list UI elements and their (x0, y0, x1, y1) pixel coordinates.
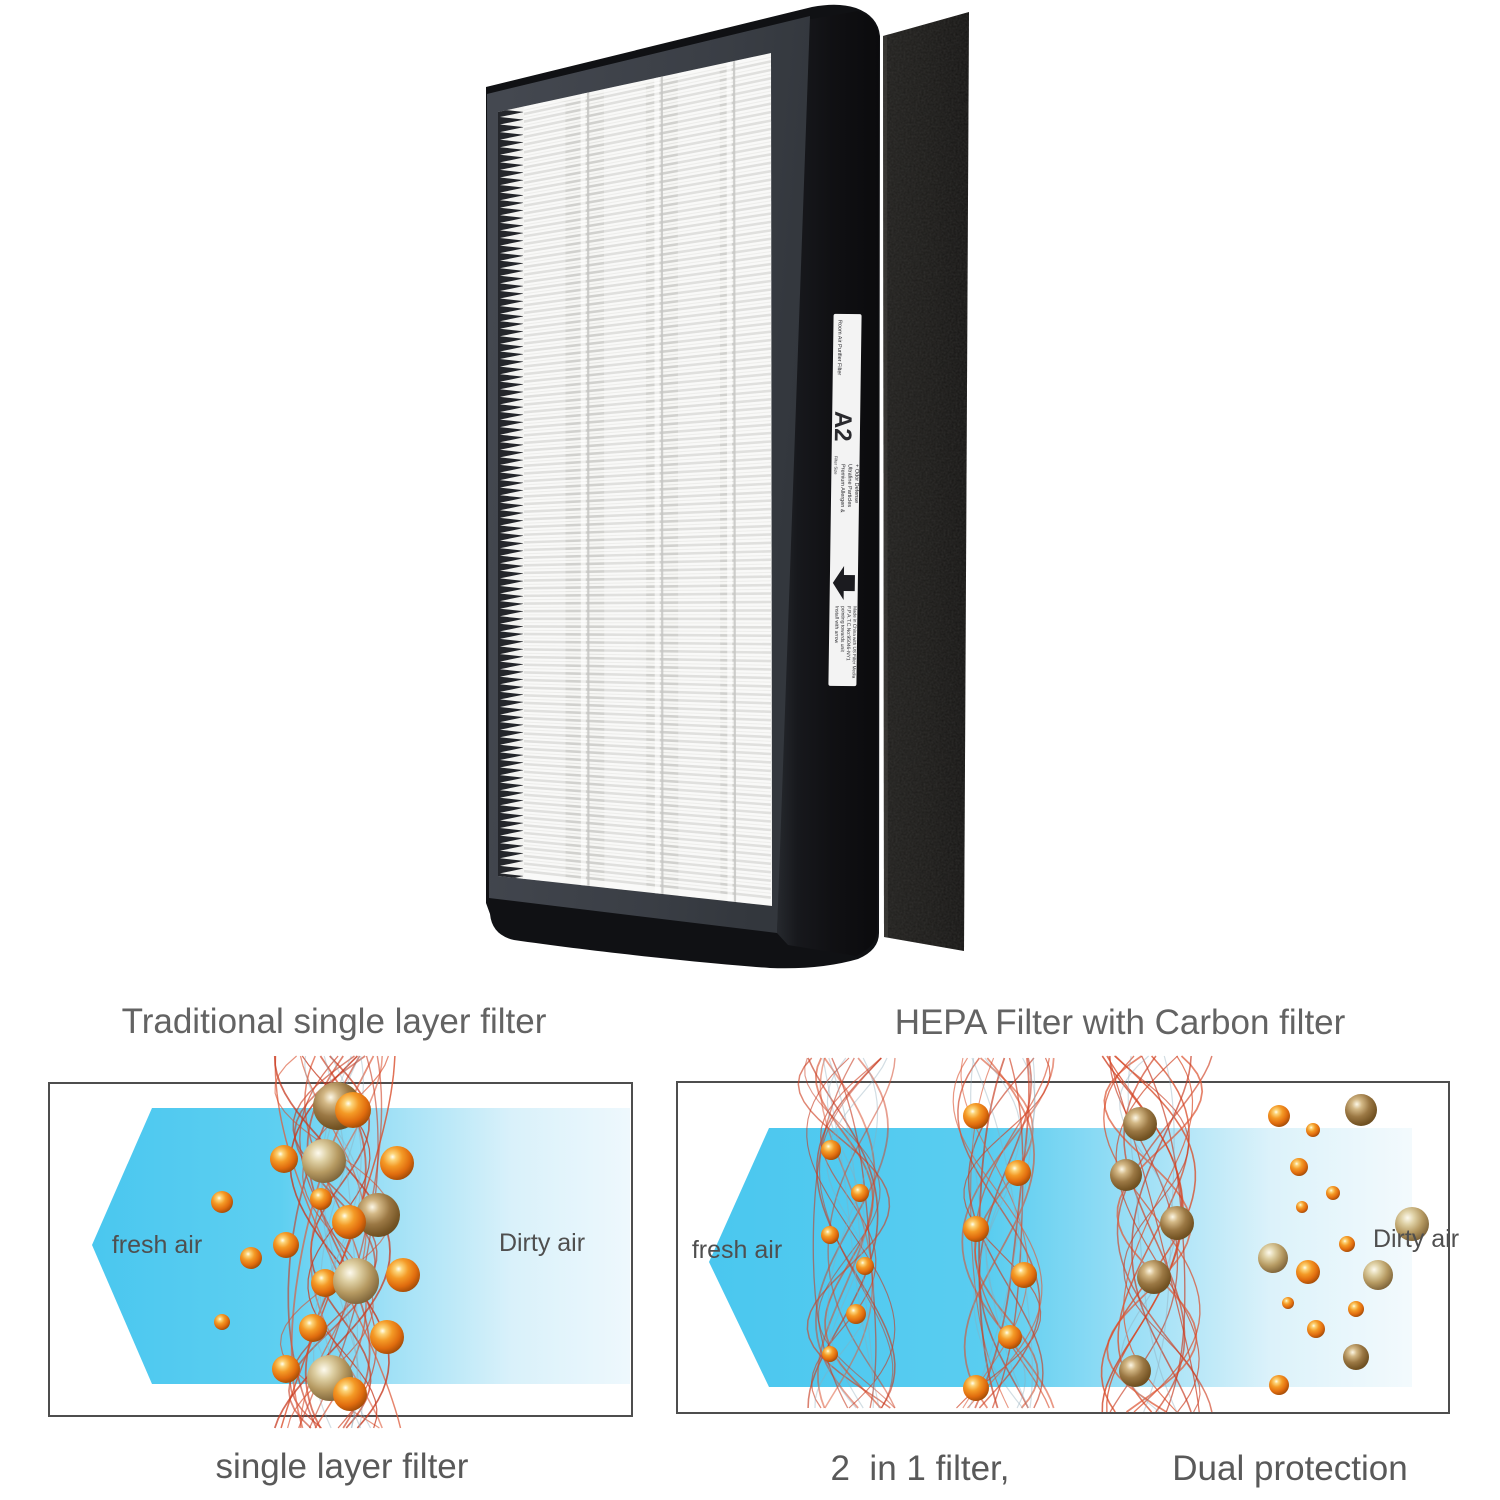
svg-text:A2: A2 (829, 411, 856, 442)
svg-text:pointing towards unit: pointing towards unit (839, 606, 846, 653)
svg-text:Filter Size: Filter Size (833, 456, 838, 475)
svg-text:Dirty air: Dirty air (1373, 1225, 1459, 1253)
svg-text:HEPA Filter with Carbon filter: HEPA Filter with Carbon filter (895, 1003, 1346, 1042)
svg-text:2 in 1 filter,: 2 in 1 filter, (831, 1449, 1010, 1488)
svg-text:Room Air Purifier Filter: Room Air Purifier Filter (836, 320, 843, 376)
svg-text:Dirty air: Dirty air (499, 1229, 585, 1257)
svg-text:F.P.A.T.C.No:95046-NY1: F.P.A.T.C.No:95046-NY1 (845, 606, 852, 661)
svg-text:fresh air: fresh air (112, 1231, 202, 1259)
svg-text:Dual protection: Dual protection (1172, 1449, 1407, 1488)
svg-text:Traditional single layer filte: Traditional single layer filter (122, 1002, 547, 1041)
svg-text:Install with arrow: Install with arrow (833, 606, 840, 644)
svg-text:single layer filter: single layer filter (216, 1447, 469, 1486)
svg-text:+ Odor Defense: + Odor Defense (853, 464, 860, 503)
svg-text:Ultrafine Particles: Ultrafine Particles (846, 464, 853, 507)
svg-text:Premium Allergen &: Premium Allergen & (839, 464, 846, 513)
svg-text:Made in China with US Filter M: Made in China with US Filter Media (852, 606, 858, 679)
svg-text:fresh air: fresh air (692, 1236, 782, 1264)
